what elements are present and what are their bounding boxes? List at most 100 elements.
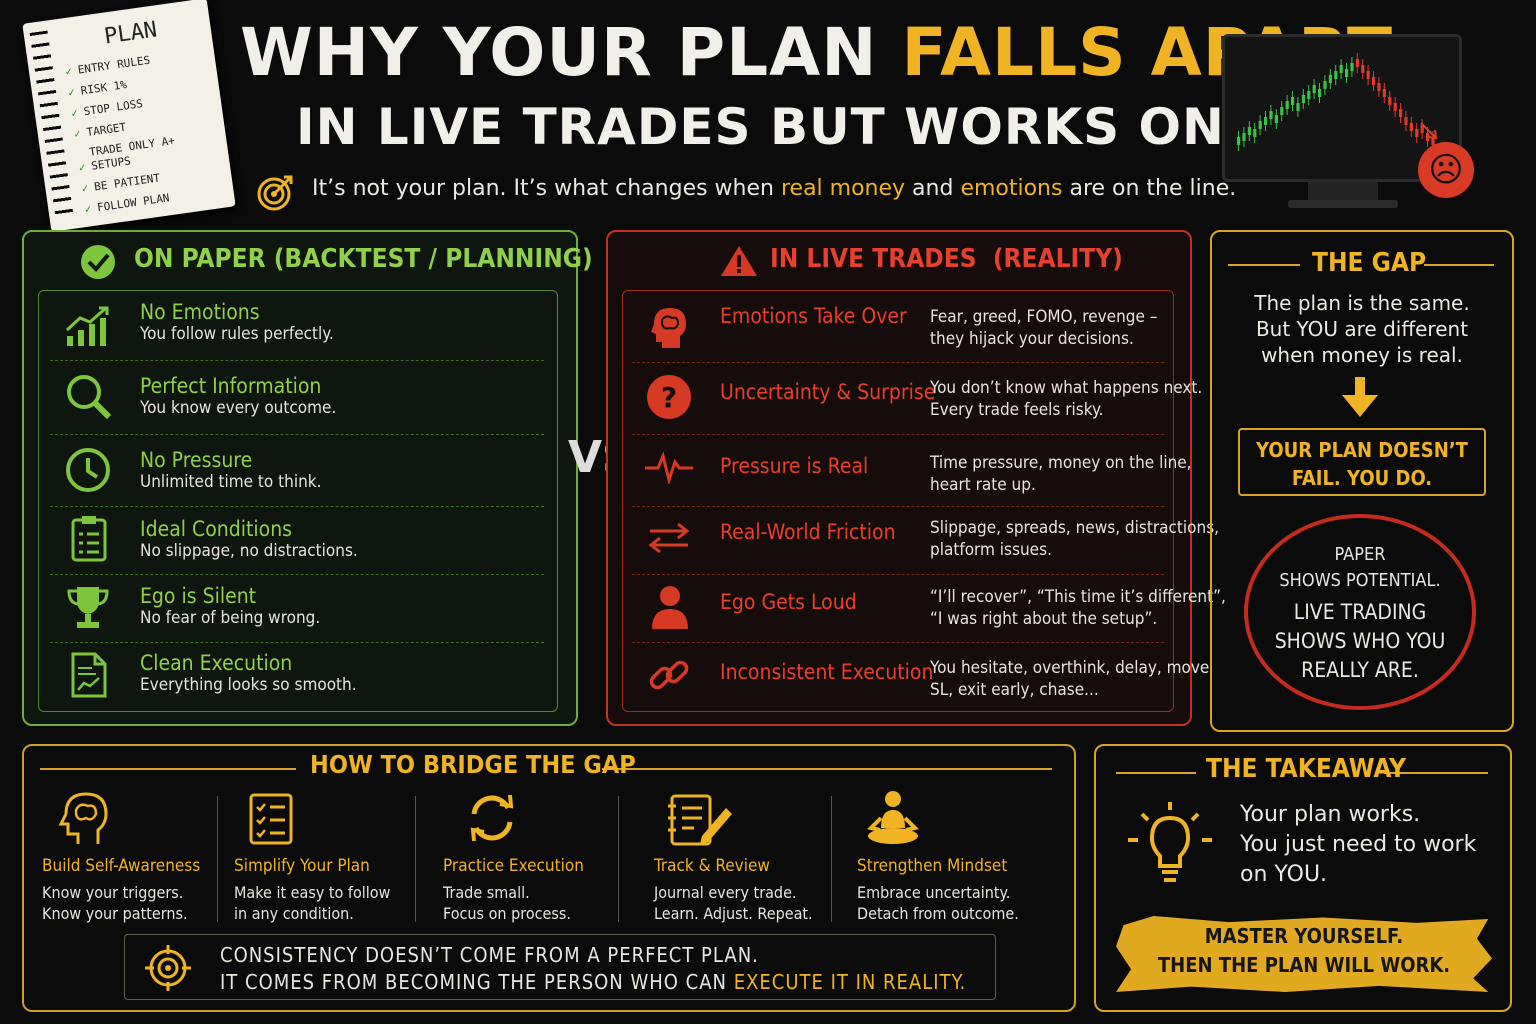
candle-body	[1291, 97, 1295, 105]
candle-body	[1388, 97, 1392, 105]
notepad-rings	[29, 30, 74, 222]
subtitle: It’s not your plan. It’s what changes wh…	[312, 176, 1237, 201]
refresh-icon	[470, 794, 514, 842]
candle-body	[1274, 115, 1278, 123]
candle-body	[1280, 107, 1284, 115]
live-row-desc: You don’t know what happens next.Every t…	[930, 378, 1203, 420]
consistency-text: CONSISTENCY DOESN’T COME FROM A PERFECT …	[220, 943, 967, 994]
candle-body	[1350, 63, 1354, 71]
broken-link-icon	[649, 660, 689, 690]
down-arrow-mark	[1420, 122, 1438, 140]
candle-body	[1285, 101, 1289, 109]
divider	[632, 362, 1164, 363]
crosshair-icon	[145, 945, 191, 991]
svg-text:?: ?	[661, 381, 677, 414]
journal-pen-icon	[668, 794, 732, 846]
candle-body	[1323, 81, 1327, 89]
bridge-the-gap-panel	[22, 744, 1076, 1012]
live-row-desc: “I’ll recover”, “This time it’s differen…	[930, 587, 1226, 629]
divider	[632, 642, 1164, 643]
candlestick-chart-icon	[1237, 53, 1438, 151]
column-separator	[618, 796, 619, 922]
candle-body	[1345, 69, 1349, 77]
check-circle-icon	[81, 245, 115, 279]
warning-icon	[721, 246, 757, 276]
candle-body	[1237, 137, 1241, 145]
monitor	[1222, 34, 1462, 182]
candle-body	[1264, 117, 1268, 125]
live-row-desc: Fear, greed, FOMO, revenge –they hijack …	[930, 307, 1158, 349]
candle-body	[1366, 71, 1370, 79]
trophy-icon	[67, 587, 109, 628]
bar-chart-icon	[65, 306, 109, 346]
heading-rule	[1424, 264, 1494, 266]
on-paper-panel	[22, 230, 578, 726]
bridge-heading: HOW TO BRIDGE THE GAP	[310, 750, 636, 779]
candle-body	[1312, 85, 1316, 93]
candle-body	[1377, 83, 1381, 91]
candle-body	[1307, 91, 1311, 99]
takeaway-panel	[1094, 744, 1512, 1012]
lightbulb-icon	[1128, 802, 1212, 882]
live-trades-heading: IN LIVE TRADES (REALITY)	[770, 244, 1123, 274]
candle-body	[1253, 129, 1257, 137]
heading-rule	[1116, 772, 1196, 774]
column-separator	[217, 796, 218, 922]
divider	[632, 574, 1164, 575]
page-title: WHY YOUR PLAN FALLS APART	[240, 14, 1394, 91]
heartbeat-icon	[645, 451, 693, 484]
live-row-title: Inconsistent Execution	[720, 660, 934, 684]
divider	[50, 360, 544, 361]
candle-body	[1296, 103, 1300, 111]
candle-body	[1415, 129, 1419, 137]
candle-body	[1361, 65, 1365, 73]
candle-body	[1242, 133, 1246, 141]
takeaway-heading: THE TAKEAWAY	[1206, 754, 1406, 784]
divider	[50, 642, 544, 643]
arrows-exchange-icon	[648, 522, 690, 554]
candle-body	[1420, 125, 1424, 133]
question-icon: ?	[647, 375, 691, 419]
monitor-base	[1288, 200, 1398, 208]
divider	[50, 574, 544, 575]
heading-rule	[40, 768, 296, 770]
clock-icon	[66, 448, 110, 492]
candle-body	[1269, 111, 1273, 119]
brush-banner	[1116, 916, 1492, 992]
candle-body	[1431, 137, 1435, 145]
candle-body	[1339, 65, 1343, 73]
divider	[50, 506, 544, 507]
heading-rule	[1228, 264, 1300, 266]
clipboard-icon	[71, 516, 107, 562]
heading-rule	[1384, 772, 1488, 774]
live-row-title: Emotions Take Over	[720, 304, 907, 328]
candle-body	[1393, 103, 1397, 111]
plan-notepad: PLAN ✓ENTRY RULES ✓RISK 1% ✓STOP LOSS ✓T…	[22, 0, 236, 232]
column-separator	[831, 796, 832, 922]
candle-body	[1355, 59, 1359, 67]
the-gap-text: The plan is the same.But YOU are differe…	[1254, 291, 1470, 367]
candle-body	[1426, 133, 1430, 141]
candle-body	[1334, 71, 1338, 79]
live-row-title: Real-World Friction	[720, 520, 896, 544]
the-gap-heading: THE GAP	[1312, 248, 1427, 278]
live-row-desc: Slippage, spreads, news, distractions,pl…	[930, 518, 1220, 560]
on-paper-list	[38, 290, 558, 712]
arrow-down-icon	[1342, 377, 1378, 417]
consistency-box	[124, 934, 996, 1000]
candle-body	[1301, 95, 1305, 103]
document-chart-icon	[71, 652, 107, 698]
